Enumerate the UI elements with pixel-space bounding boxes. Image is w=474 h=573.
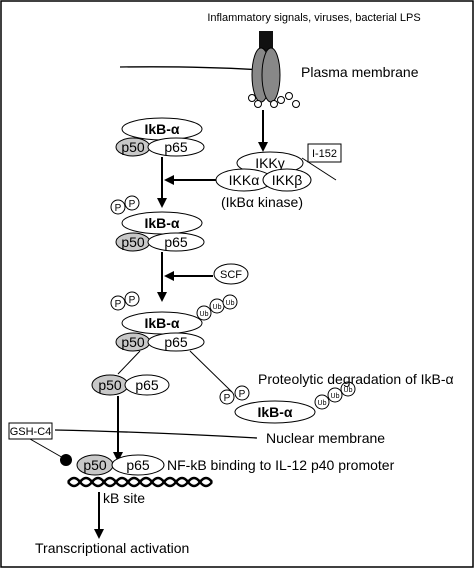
receptor-icon (248, 31, 300, 108)
ikb-alpha-label: IkB-α (144, 215, 179, 231)
plasma-membrane-label: Plasma membrane (301, 64, 419, 80)
p65-label: p65 (135, 377, 159, 393)
ikk-gamma-label: IKKγ (255, 155, 285, 171)
proteolytic-degradation-label: Proteolytic degradation of IkB-α (258, 371, 454, 387)
p65-label: p65 (164, 139, 188, 155)
phospho-label: P (129, 199, 136, 210)
p50-label: p50 (121, 334, 145, 350)
phospho-label: P (115, 203, 122, 214)
phospho-label: P (239, 389, 246, 400)
p50-label: p50 (83, 457, 107, 473)
gsh-c4-label: GSH-C4 (10, 426, 52, 438)
scf-node (213, 263, 249, 285)
ikb-alpha-label: IkB-α (144, 121, 179, 137)
ubiquitin-label: Ub (344, 387, 353, 394)
ikk-beta-label: IKKβ (272, 172, 303, 188)
scf-label: SCF (220, 269, 242, 281)
phospho-complex-2: P P IkB-α p50 p65 (110, 195, 205, 252)
inhibitor-i152-box (307, 143, 342, 163)
phospho-label: P (129, 295, 136, 306)
ubiquitin-label: Ub (331, 393, 340, 400)
p50-label: p50 (121, 139, 145, 155)
split-line-nfkb (117, 350, 141, 375)
ubiquitin-label: Ub (200, 311, 209, 318)
p65-label: p65 (164, 334, 188, 350)
inhibitor-i152-label: I-152 (312, 148, 337, 160)
p50-label: p50 (98, 377, 122, 393)
ubiquitinated-complex-3: P P Ub Ub Ub IkB-α p50 p65 (110, 291, 238, 352)
kb-site-label: kB site (103, 490, 145, 506)
inhibitor-i152-line (301, 157, 337, 181)
ikb-kinase-label: (IkBα kinase) (221, 194, 303, 210)
gsh-c4-inhibition-icon (60, 454, 72, 466)
ubiquitin-label: Ub (226, 300, 235, 307)
free-nfkb-dimer: p50 p65 (91, 374, 170, 396)
ikk-alpha-label: IKKα (229, 172, 260, 188)
p65-label: p65 (164, 234, 188, 250)
degraded-ikb-alpha: P P IkB-α Ub Ub Ub (219, 381, 356, 424)
ubiquitin-label: Ub (318, 400, 327, 407)
ikb-alpha-label: IkB-α (144, 315, 179, 331)
nfkb-binding-label: NF-kB binding to IL-12 p40 promoter (167, 457, 395, 473)
ikk-complex: IKKγ IKKα IKKβ (215, 151, 312, 192)
ubiquitin-label: Ub (213, 304, 222, 311)
nuclear-membrane-label: Nuclear membrane (266, 430, 385, 446)
phospho-label: P (115, 299, 122, 310)
phospho-label: P (224, 393, 231, 404)
p50-label: p50 (121, 234, 145, 250)
split-line-ikb (189, 350, 233, 393)
signals-label: Inflammatory signals, viruses, bacterial… (207, 12, 420, 24)
gsh-c4-line (29, 438, 66, 460)
p65-label: p65 (126, 457, 150, 473)
ikb-alpha-label: IkB-α (257, 404, 292, 420)
nfkb-bound-dimer: p50 p65 (76, 454, 165, 476)
plasma-membrane-line (119, 66, 263, 71)
nuclear-membrane-line (54, 429, 258, 439)
ikb-nfkb-complex-1: IkB-α p50 p65 (115, 117, 205, 157)
transcriptional-activation-label: Transcriptional activation (35, 540, 189, 556)
dna-helix-icon (67, 476, 213, 488)
